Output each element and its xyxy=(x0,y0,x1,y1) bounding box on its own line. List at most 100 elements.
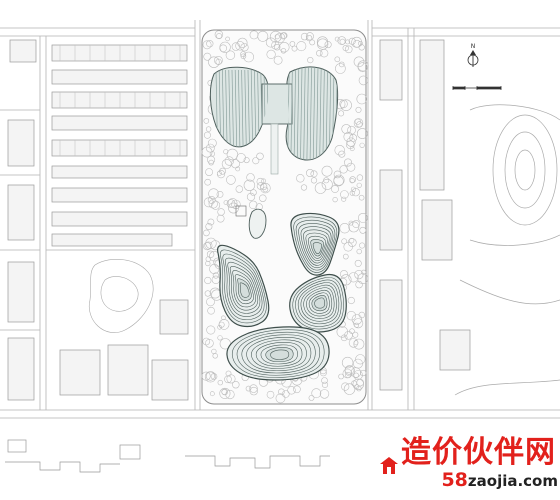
tree-canopy xyxy=(334,56,341,63)
tree-canopy xyxy=(208,159,214,166)
facade-stripe xyxy=(312,66,316,160)
contour-ring xyxy=(234,274,254,305)
tree-canopy xyxy=(271,41,280,50)
tree-canopy xyxy=(203,52,212,61)
tree-canopy xyxy=(338,61,345,68)
contour-ring xyxy=(295,219,336,271)
facade-stripe xyxy=(238,69,241,149)
tree-canopy xyxy=(274,34,280,40)
contour-ring xyxy=(236,331,321,376)
tree-canopy xyxy=(204,178,211,186)
tree-canopy xyxy=(240,53,247,60)
tree-canopy xyxy=(309,39,316,46)
tree-canopy xyxy=(339,38,346,45)
tree-canopy xyxy=(237,37,248,49)
facade-stripe xyxy=(231,69,234,149)
contour-pavilions xyxy=(216,212,347,381)
tree-canopy xyxy=(346,311,356,321)
contour-ring xyxy=(292,277,344,330)
tree-canopy xyxy=(256,177,265,186)
tree-canopy xyxy=(224,156,234,166)
tree-canopy xyxy=(341,196,347,202)
landscape-trees xyxy=(201,30,369,404)
tree-canopy xyxy=(296,41,307,52)
tree-canopy xyxy=(348,220,354,226)
facade-stripe xyxy=(300,66,303,160)
tree-canopy xyxy=(215,58,222,65)
contour-ring xyxy=(220,249,267,324)
contour-ring xyxy=(300,284,337,322)
tree-canopy xyxy=(340,334,348,342)
tree-canopy xyxy=(236,153,246,163)
tree-canopy xyxy=(279,32,287,40)
tree-canopy xyxy=(205,168,213,176)
facade-stripe xyxy=(325,66,328,160)
tree-canopy xyxy=(265,37,276,48)
tree-canopy xyxy=(278,388,285,396)
tree-canopy xyxy=(204,371,217,383)
tree-canopy xyxy=(323,177,330,184)
tree-canopy xyxy=(353,372,359,378)
tree-canopy xyxy=(206,40,214,48)
contour-ring xyxy=(246,336,312,372)
watermark-url-text: zaojia.com xyxy=(467,472,558,490)
tree-canopy xyxy=(203,229,210,237)
tree-canopy xyxy=(352,378,364,390)
tree-canopy xyxy=(347,296,355,305)
west-block-hatching xyxy=(59,45,181,156)
tree-canopy xyxy=(351,36,363,48)
facade-stripe xyxy=(250,69,254,149)
tree-canopy xyxy=(353,56,365,68)
tree-canopy xyxy=(355,280,363,289)
watermark-logo xyxy=(380,457,398,474)
tree-canopy xyxy=(246,173,255,182)
tree-canopy xyxy=(204,290,211,297)
tree-canopy xyxy=(243,179,256,192)
tree-canopy xyxy=(261,178,266,184)
tree-canopy xyxy=(205,143,215,153)
east-building-blocks xyxy=(379,39,471,391)
tree-canopy xyxy=(260,182,271,194)
tree-canopy xyxy=(338,373,344,380)
tree-canopy xyxy=(208,199,218,209)
tree-canopy xyxy=(348,272,359,283)
contour-ring xyxy=(306,289,333,317)
tree-canopy xyxy=(346,137,356,147)
tree-canopy xyxy=(349,133,358,142)
tree-canopy xyxy=(250,189,257,196)
facade-stripe xyxy=(290,66,293,160)
tree-canopy xyxy=(359,242,366,249)
tree-canopy xyxy=(221,388,228,396)
tree-canopy xyxy=(275,393,286,404)
tree-canopy xyxy=(256,182,265,190)
contour-ring xyxy=(232,270,256,308)
tree-canopy xyxy=(306,34,313,42)
tree-canopy xyxy=(225,36,230,42)
watermark-url-number: 58 xyxy=(441,469,468,491)
watermark-url: 58zaojia.com xyxy=(398,470,558,491)
tree-canopy xyxy=(355,106,362,113)
scale-bar xyxy=(452,86,502,90)
tree-canopy xyxy=(300,32,309,41)
tree-canopy xyxy=(293,385,301,394)
tree-canopy xyxy=(334,36,340,42)
project-site xyxy=(201,29,369,405)
tree-canopy xyxy=(228,202,239,214)
tree-canopy xyxy=(211,348,217,355)
tree-canopy xyxy=(314,182,327,194)
north-arrow: N xyxy=(467,43,479,67)
tree-canopy xyxy=(344,45,353,54)
tree-canopy xyxy=(274,43,281,51)
tree-canopy xyxy=(354,270,364,280)
tree-canopy xyxy=(350,186,357,192)
tree-canopy xyxy=(205,371,215,381)
tree-canopy xyxy=(336,326,348,338)
tree-canopy xyxy=(202,40,212,50)
tree-canopy xyxy=(273,55,283,65)
tree-canopy xyxy=(358,44,365,51)
tree-canopy xyxy=(352,220,360,228)
tree-canopy xyxy=(342,253,349,260)
tree-canopy xyxy=(310,177,318,184)
tree-canopy xyxy=(359,142,365,148)
tree-canopy xyxy=(266,49,276,60)
